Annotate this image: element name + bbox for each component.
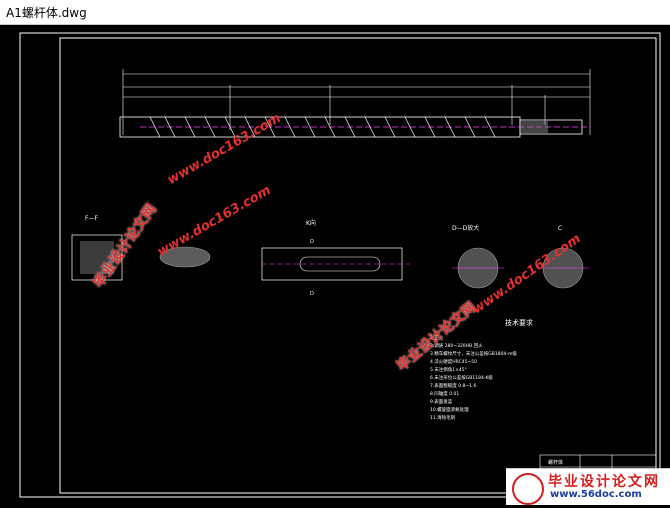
svg-text:技术要求: 技术要求 (505, 318, 533, 327)
svg-text:8.同轴度 0.01: 8.同轴度 0.01 (430, 390, 459, 397)
screw-flights (149, 116, 496, 138)
section-k-view: K向 D D (261, 219, 410, 297)
title-block-name: 螺杆体 (548, 459, 563, 466)
svg-text:C: C (558, 225, 562, 232)
svg-text:D: D (310, 291, 314, 297)
inner-frame (59, 37, 657, 494)
dimension-lines (122, 69, 591, 135)
tech-requirements: 技术要求 1.正火 2.调质 280~320HB 回火 3.精车螺纹尺寸，未注公… (430, 318, 533, 421)
site-logo: 毕业设计论文网 www.56doc.com (506, 468, 670, 505)
section-c-view: C (537, 225, 589, 289)
seal-icon (512, 473, 544, 505)
title-bar: A1螺杆体.dwg (0, 0, 670, 25)
svg-text:6.未注形位公差按GB1184-K级: 6.未注形位公差按GB1184-K级 (430, 374, 493, 381)
svg-text:2.调质 280~320HB 回火: 2.调质 280~320HB 回火 (430, 342, 483, 349)
file-title: A1螺杆体.dwg (6, 6, 87, 20)
svg-text:11.清除毛刺: 11.清除毛刺 (430, 414, 456, 421)
cad-canvas[interactable]: F—F K向 D D D—D放大 C 技术要求 (0, 25, 670, 504)
svg-text:10.螺旋面渗氮处理: 10.螺旋面渗氮处理 (430, 406, 469, 413)
svg-text:4.淬火硬度HRC45~50: 4.淬火硬度HRC45~50 (430, 358, 477, 365)
hatched-section (520, 121, 548, 133)
section-dd-view: D—D放大 (452, 224, 504, 289)
screw-shaft (119, 116, 590, 138)
section-ff-view: F—F (71, 215, 211, 281)
svg-text:K向: K向 (306, 219, 316, 227)
svg-text:F—F: F—F (85, 215, 98, 222)
svg-text:D—D放大: D—D放大 (452, 224, 479, 232)
svg-text:1.正火: 1.正火 (430, 335, 444, 341)
outer-frame (19, 32, 661, 498)
svg-text:D: D (310, 239, 314, 245)
svg-text:9.表面发蓝: 9.表面发蓝 (430, 398, 453, 405)
svg-text:3.精车螺纹尺寸，未注公差按GB1804-m级: 3.精车螺纹尺寸，未注公差按GB1804-m级 (430, 350, 517, 357)
svg-text:7.表面粗糙度 0.8~1.6: 7.表面粗糙度 0.8~1.6 (430, 382, 476, 389)
svg-text:5.未注倒角1×45°: 5.未注倒角1×45° (430, 366, 467, 373)
